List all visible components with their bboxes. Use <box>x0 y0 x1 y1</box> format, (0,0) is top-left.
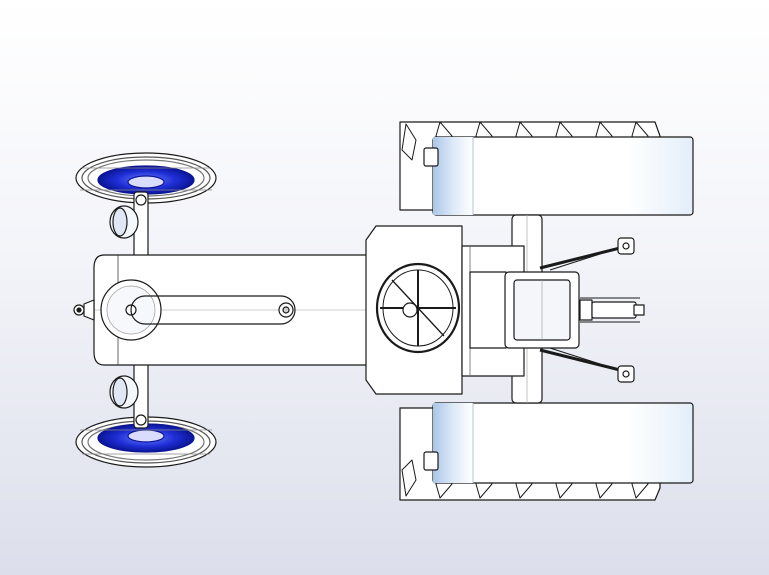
steering-wheel <box>375 262 461 354</box>
rear-wheel-bottom <box>399 402 694 501</box>
three-point-hitch <box>539 244 640 374</box>
front-spindle-bottom <box>109 357 149 429</box>
seat <box>504 271 580 349</box>
front-wheel-bottom <box>75 416 217 468</box>
rear-wheel-top <box>399 121 694 216</box>
exhaust-slot <box>130 295 296 325</box>
pto-shaft <box>591 301 645 319</box>
front-hook <box>73 299 95 321</box>
hitch-link-top <box>617 237 635 255</box>
front-wheel-top <box>75 152 217 204</box>
hitch-link-bottom <box>617 365 635 383</box>
front-spindle-top <box>109 191 149 263</box>
